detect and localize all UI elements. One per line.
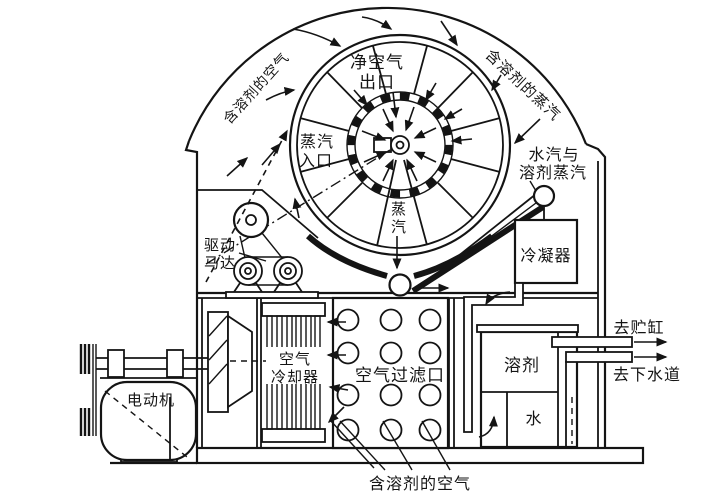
drum-hub-center [395,140,405,150]
fan-cone [227,314,253,409]
label-air-cooler-2: 冷却器 [271,368,319,386]
duct-upper-wall2 [448,199,541,269]
solvent-outlet-pipe [551,336,633,348]
cooler-inlet-arrow4 [327,406,345,424]
label-electric-motor: 电动机 [127,391,175,409]
drum-hub [390,135,410,155]
label-to-storage: 去贮缸 [613,318,664,337]
label-solvent-air-bottom: 含溶剂的空气 [369,474,471,493]
label-water-solvent-vapor-2: 溶剂蒸汽 [519,163,587,182]
condenser [463,218,579,433]
motor-shaft-assembly [79,344,208,463]
label-clean-air-2: 出口 [359,73,395,93]
duct-upper-wall [451,193,537,262]
left-wall [184,140,199,448]
right-wall [585,142,607,448]
support-rollers [225,256,319,299]
shaft-bearing-right [166,349,184,378]
label-steam-inlet-2: 入口 [299,151,333,170]
left-flow-arrow3 [261,142,281,166]
blower-fan [207,311,266,413]
label-water: 水 [525,409,542,428]
dome-arc [187,6,588,145]
label-air-filter-port: 空气过滤口 [355,366,445,386]
perforated-ring-segments [347,92,453,198]
steam-chute [376,159,428,247]
condenser-drain-pipe [463,282,524,433]
roller-base-plate [225,291,319,299]
tank-lid [476,324,579,333]
drive-bay-ledge [197,189,319,239]
dome-flow-arrow3 [440,20,458,47]
electric-motor-body [99,380,198,462]
condenser-box [513,218,579,285]
vapor-arrow [513,118,541,145]
cooler-label-backing [266,347,324,384]
cooler-inlet-arrow3 [328,384,349,394]
label-condenser: 冷凝器 [520,246,571,265]
duct-top-joint [532,184,556,208]
vapor-label-leader [529,180,537,192]
flow-arrows [205,16,668,438]
drum-airflow-arrows [353,82,473,182]
drive-pulley [232,201,270,239]
clean-air-down-arrow [390,91,400,119]
left-flow-arrow1 [265,86,296,101]
filter-frame [331,296,450,450]
right-flow-arrow [491,74,502,92]
drum-outer-rim [288,33,512,257]
machine-base [195,446,645,465]
rim-up-arrow [292,197,302,219]
tank-inlet-arrow [478,415,498,438]
label-steam-2: 汽 [391,218,407,236]
sewer-outlet-pipe [565,351,633,363]
dome-flow-arrow2 [361,16,393,30]
drying-drum [288,33,512,257]
filter-holes [336,308,442,442]
collector-band-left [305,233,388,279]
drive-belt [261,232,284,260]
tank-body [479,330,579,449]
separator-tank [476,324,579,449]
label-to-sewer: 去下水道 [613,365,681,384]
label-steam-1: 蒸 [391,200,407,218]
label-solvent-air-top: 含溶剂的空气 [221,50,293,128]
label-clean-air-1: 净空气 [350,53,404,73]
perforated-ring-outer [346,91,454,199]
label-solvent: 溶剂 [504,356,540,376]
belt-pulley-stack [79,344,97,436]
label-drive-motor-2: 马达 [204,254,236,272]
label-steam-inlet-1: 蒸汽 [300,132,334,151]
label-water-solvent-vapor-1: 水汽与 [528,145,579,164]
cooler-header-top [261,302,326,317]
label-air-cooler-1: 空气 [279,350,311,368]
filter-leader-lines [329,419,451,471]
drive-motor-leader [238,252,267,262]
drain-ball [388,273,412,297]
drive-motor-assembly [205,149,391,299]
drum-inner-rim [296,41,504,249]
air-cooler [261,302,326,443]
cooler-header-bottom [261,428,326,443]
left-flow-arrow2 [226,156,249,177]
drain-bend-arrow [485,291,511,306]
outlet-pipes [551,336,633,363]
drive-pulley-hub [245,214,257,226]
shaft-bearing-left [107,349,125,378]
label-drive-motor-1: 驱动 [204,236,236,254]
drum-spokes [299,45,501,219]
fan-blade-hatch [208,315,228,385]
perforated-ring-inner [354,99,446,191]
dome-flow-arrow1 [292,28,342,47]
hub-key [373,137,392,153]
air-filter-panel [329,296,451,471]
